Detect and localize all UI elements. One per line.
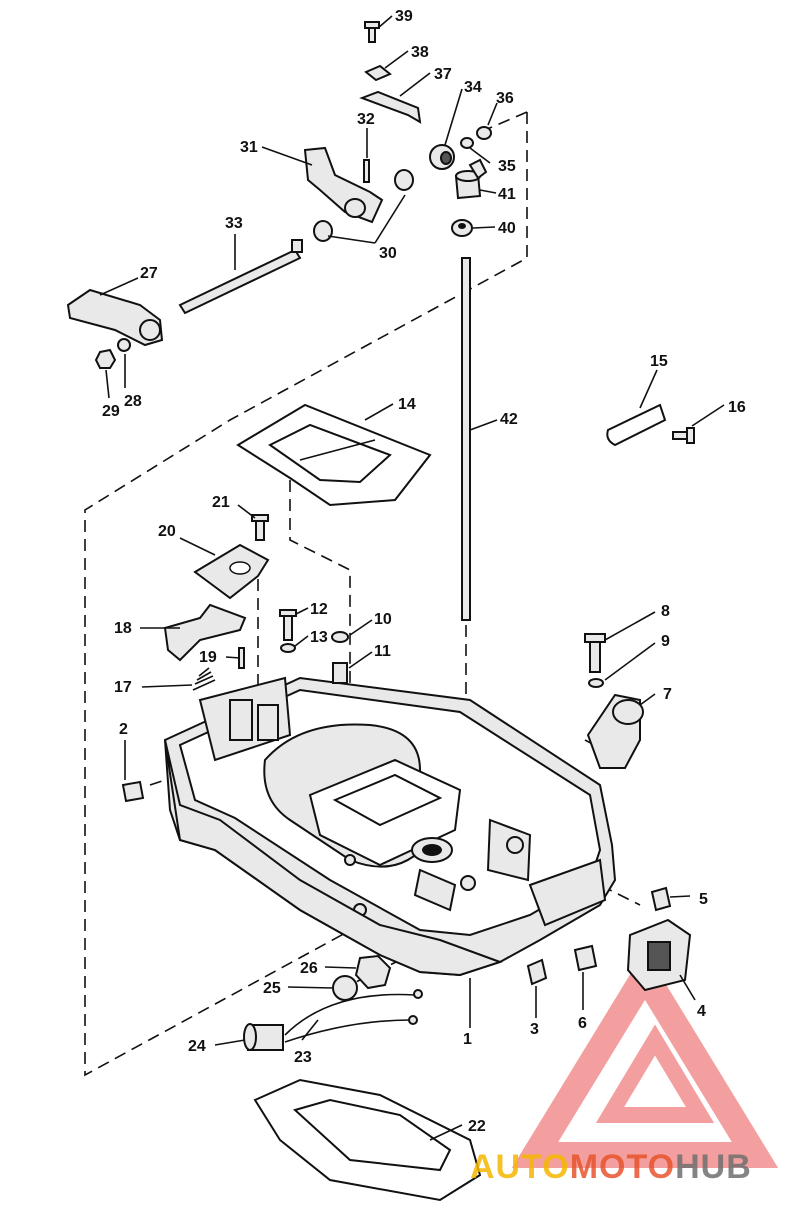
part-18-bracket xyxy=(163,603,247,662)
callout-37: 37 xyxy=(434,66,452,83)
part-28-washer xyxy=(117,338,131,352)
callout-22: 22 xyxy=(468,1118,486,1135)
part-29-nut xyxy=(94,348,117,369)
callout-11: 11 xyxy=(374,643,391,660)
callout-34: 34 xyxy=(464,79,482,96)
callout-1: 1 xyxy=(463,1031,472,1048)
part-11-spacer xyxy=(332,662,348,684)
part-3-pad xyxy=(526,958,548,986)
callout-16: 16 xyxy=(728,399,746,416)
watermark-auto: AUTO xyxy=(470,1148,570,1186)
callout-26: 26 xyxy=(300,960,318,977)
callout-27: 27 xyxy=(140,265,158,282)
part-35-washer xyxy=(460,137,474,149)
part-24-connector xyxy=(243,1023,284,1051)
callout-25: 25 xyxy=(263,980,281,997)
part-6-pad xyxy=(573,944,598,972)
part-13-washer xyxy=(280,643,296,653)
part-4-grommet xyxy=(626,918,692,992)
callout-35: 35 xyxy=(498,158,516,175)
part-15-clip xyxy=(606,403,667,447)
callout-42: 42 xyxy=(500,411,518,428)
part-12-screw xyxy=(279,609,297,641)
part-8-screw xyxy=(584,633,606,673)
part-31-lever xyxy=(303,146,384,224)
callout-38: 38 xyxy=(411,44,429,61)
part-38-clip xyxy=(364,64,392,82)
part-42-stud xyxy=(461,257,471,621)
callout-21: 21 xyxy=(212,494,230,511)
watermark-hub: HUB xyxy=(675,1148,752,1186)
callout-17: 17 xyxy=(114,679,132,696)
part-23-wire-harness xyxy=(284,989,423,1043)
callout-36: 36 xyxy=(496,90,514,107)
part-16-screw xyxy=(672,427,695,444)
callout-19: 19 xyxy=(199,649,217,666)
part-37-strap xyxy=(359,90,422,124)
part-30-bushing-b xyxy=(313,220,333,242)
callout-14: 14 xyxy=(398,396,416,413)
part-5-pad xyxy=(650,886,672,912)
callout-40: 40 xyxy=(498,220,516,237)
part-40-nut xyxy=(451,219,473,237)
callout-31: 31 xyxy=(240,139,258,156)
part-41-pinion xyxy=(454,158,488,200)
part-25-lock-washer xyxy=(332,975,358,1001)
part-20-plate xyxy=(193,543,270,600)
callout-10: 10 xyxy=(374,611,392,628)
bottom-cowl-housing xyxy=(163,676,617,977)
callout-30: 30 xyxy=(379,245,397,262)
callout-2: 2 xyxy=(119,721,128,738)
part-26-nut xyxy=(354,954,392,990)
callout-3: 3 xyxy=(530,1021,539,1038)
callout-8: 8 xyxy=(661,603,670,620)
part-33-shaft xyxy=(178,239,303,315)
callout-39: 39 xyxy=(395,8,413,25)
callout-6: 6 xyxy=(578,1015,587,1032)
callout-23: 23 xyxy=(294,1049,312,1066)
callout-29: 29 xyxy=(102,403,120,420)
part-34-gear xyxy=(429,144,455,170)
part-39-screw xyxy=(364,21,380,43)
callout-41: 41 xyxy=(498,186,516,203)
part-30-bushing-a xyxy=(394,169,414,191)
part-7-bracket xyxy=(586,693,644,769)
part-27-handle xyxy=(66,288,164,347)
callout-20: 20 xyxy=(158,523,176,540)
callout-labels: 1 2 3 4 5 6 7 8 9 10 11 12 13 14 15 16 1… xyxy=(102,8,746,1135)
callout-5: 5 xyxy=(699,891,708,908)
part-17-spring xyxy=(192,667,216,691)
leader-lines xyxy=(99,15,725,1141)
part-10-nut xyxy=(331,631,349,643)
callout-4: 4 xyxy=(697,1003,706,1020)
callout-28: 28 xyxy=(124,393,142,410)
part-32-pin xyxy=(363,159,370,183)
callout-33: 33 xyxy=(225,215,243,232)
part-22-gasket xyxy=(253,1078,482,1202)
callout-9: 9 xyxy=(661,633,670,650)
watermark-logo xyxy=(511,950,779,1168)
part-21-screw xyxy=(251,514,269,541)
callout-24: 24 xyxy=(188,1038,206,1055)
part-14-gasket xyxy=(236,403,432,507)
callout-32: 32 xyxy=(357,111,375,128)
callout-12: 12 xyxy=(310,601,328,618)
part-36-nut xyxy=(476,126,492,140)
callout-18: 18 xyxy=(114,620,132,637)
part-2-plug xyxy=(121,780,145,803)
watermark-moto: MOTO xyxy=(570,1148,675,1186)
part-9-washer xyxy=(588,678,604,688)
watermark-text: AUTOMOTOHUB xyxy=(470,1148,752,1186)
callout-15: 15 xyxy=(650,353,668,370)
callout-13: 13 xyxy=(310,629,328,646)
callout-7: 7 xyxy=(663,686,672,703)
svg-text:AUTOMOTOHUB: AUTOMOTOHUB xyxy=(470,1148,752,1186)
